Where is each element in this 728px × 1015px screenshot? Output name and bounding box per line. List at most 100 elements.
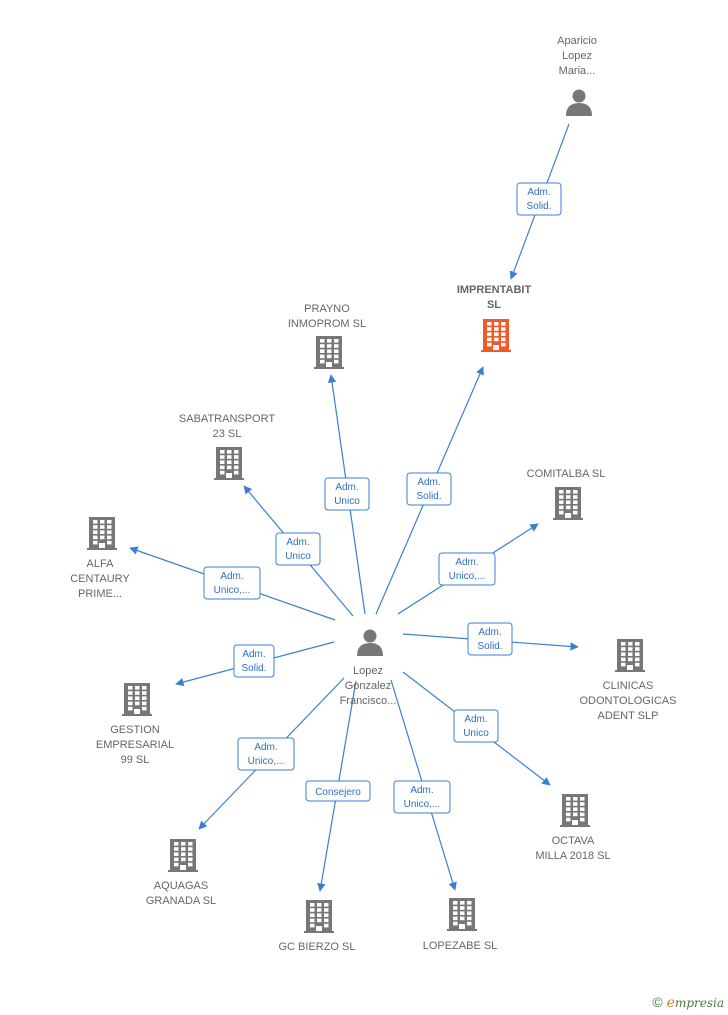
relation-badge[interactable]: Adm.Unico <box>324 477 370 511</box>
node-label: SABATRANSPORT <box>179 413 275 425</box>
node-label: GESTION <box>110 724 160 736</box>
edge-lopez-gcbierzo: Consejero <box>305 680 371 892</box>
node-aparicio[interactable]: AparicioLopezMaria... <box>557 35 597 116</box>
relation-badge-box <box>453 709 499 743</box>
relation-badge[interactable]: Adm. Unico,... <box>237 737 295 771</box>
person-icon <box>566 89 592 116</box>
relation-badge-box <box>393 780 451 814</box>
node-label: LOPEZABE SL <box>423 940 498 952</box>
node-label: INMOPROM SL <box>288 318 366 330</box>
edge-lopez-sabatransport: Adm.Unico <box>243 485 354 617</box>
building-icon <box>214 447 244 480</box>
node-alfa[interactable]: ALFA CENTAURY PRIME... <box>70 517 130 600</box>
node-gcbierzo[interactable]: GC BIERZO SL <box>278 900 356 953</box>
relation-label: Unico <box>334 496 360 507</box>
relation-label: Adm. <box>527 187 550 198</box>
node-octava[interactable]: OCTAVA MILLA 2018 SL <box>535 794 611 862</box>
relation-label: Adm. <box>220 571 243 582</box>
relation-label: Adm. <box>286 537 309 548</box>
relation-label: Unico,... <box>214 585 251 596</box>
node-lopez[interactable]: LopezGonzalezFrancisco... <box>340 629 397 708</box>
building-icon <box>168 839 198 872</box>
node-label: ODONTOLOGICAS <box>580 695 677 707</box>
relation-label: Adm. <box>410 785 433 796</box>
node-label: Lopez <box>353 665 383 677</box>
edge-lopez-gestion: Adm. Solid. <box>175 641 335 687</box>
node-lopezabe[interactable]: LOPEZABE SL <box>423 898 498 952</box>
edge-lopez-comitalba: Adm. Unico,... <box>397 523 539 615</box>
relation-label: Solid. <box>241 663 266 674</box>
node-label: ALFA <box>87 558 115 570</box>
person-icon <box>357 629 383 656</box>
edge-lopez-prayno: Adm.Unico <box>324 374 370 615</box>
node-prayno[interactable]: PRAYNO INMOPROM SL <box>288 303 366 369</box>
building-icon <box>560 794 590 827</box>
node-label: 23 SL <box>213 428 242 440</box>
relation-badge-box <box>233 644 275 678</box>
relation-badge[interactable]: Adm. Unico,... <box>438 552 496 586</box>
node-label: GC BIERZO SL <box>278 941 355 953</box>
node-label: SL <box>487 299 501 311</box>
node-gestion[interactable]: GESTION EMPRESARIAL 99 SL <box>96 683 174 766</box>
node-label: PRIME... <box>78 588 122 600</box>
relation-label: Adm. <box>417 477 440 488</box>
relation-label: Unico,... <box>248 756 285 767</box>
relation-label: Adm. <box>254 742 277 753</box>
relation-label: Unico,... <box>404 799 441 810</box>
node-label: 99 SL <box>121 754 150 766</box>
relation-label: Consejero <box>315 787 361 798</box>
edge-lopez-lopezabe: Adm. Unico,... <box>390 679 457 891</box>
relation-label: Solid. <box>477 641 502 652</box>
relation-badge[interactable]: Consejero <box>305 780 371 802</box>
node-label: Francisco... <box>340 695 397 707</box>
building-icon <box>87 517 117 550</box>
building-icon <box>481 319 511 352</box>
node-imprentabit[interactable]: IMPRENTABIT SL <box>457 284 532 352</box>
building-icon <box>304 900 334 933</box>
node-label: MILLA 2018 SL <box>535 850 610 862</box>
building-icon <box>553 487 583 520</box>
edge-lopez-clinicas: Adm.Solid. <box>402 622 579 656</box>
relation-label: Unico,... <box>449 571 486 582</box>
building-icon <box>447 898 477 931</box>
relation-label: Adm. <box>242 649 265 660</box>
relation-badge[interactable]: Adm. Solid. <box>406 472 452 506</box>
node-label: OCTAVA <box>552 835 595 847</box>
relation-label: Adm. <box>455 557 478 568</box>
relation-badge[interactable]: Adm. Solid. <box>233 644 275 678</box>
node-label: AQUAGAS <box>154 880 208 892</box>
relation-badge[interactable]: Adm.Solid. <box>516 182 562 216</box>
node-comitalba[interactable]: COMITALBA SL <box>527 468 606 520</box>
relation-badge-box <box>406 472 452 506</box>
relation-label: Solid. <box>416 491 441 502</box>
edge-lopez-octava: Adm.Unico <box>402 671 551 786</box>
building-icon <box>314 336 344 369</box>
node-label: IMPRENTABIT <box>457 284 532 296</box>
relation-badge[interactable]: Adm. Unico,... <box>203 566 261 600</box>
node-sabatransport[interactable]: SABATRANSPORT 23 SL <box>179 413 275 480</box>
edge-lopez-aquagas: Adm. Unico,... <box>198 677 345 830</box>
relation-badge[interactable]: Adm. Unico,... <box>393 780 451 814</box>
relation-badge[interactable]: Adm.Unico <box>275 532 321 566</box>
node-label: PRAYNO <box>304 303 350 315</box>
relation-badge-box <box>516 182 562 216</box>
node-label: CENTAURY <box>70 573 130 585</box>
empresia-logo[interactable]: ©empresia <box>652 994 724 1011</box>
copyright-symbol: © <box>652 994 663 1010</box>
building-icon <box>122 683 152 716</box>
brand-name-rest: mpresia <box>674 996 724 1010</box>
relation-label: Unico <box>463 728 489 739</box>
relation-badge-box <box>324 477 370 511</box>
edge-lopez-imprentabit: Adm. Solid. <box>375 366 484 615</box>
relation-badge[interactable]: Adm.Unico <box>453 709 499 743</box>
relation-badge-box <box>275 532 321 566</box>
node-label: Lopez <box>562 50 592 62</box>
relation-badge-box <box>203 566 261 600</box>
node-label: CLINICAS <box>603 680 654 692</box>
relation-badge[interactable]: Adm.Solid. <box>467 622 513 656</box>
relation-badge-box <box>438 552 496 586</box>
node-label: EMPRESARIAL <box>96 739 174 751</box>
